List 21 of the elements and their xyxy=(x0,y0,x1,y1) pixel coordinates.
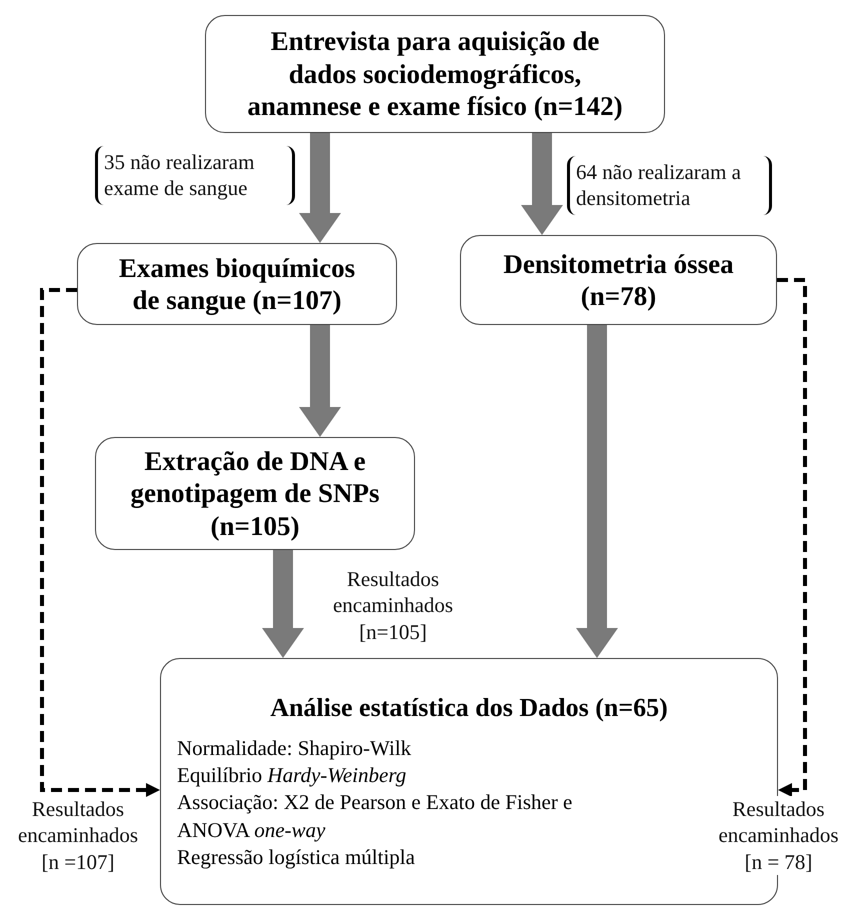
process-box xyxy=(95,437,415,550)
box-text: Regressão logística múltipla xyxy=(177,844,416,872)
process-box xyxy=(205,15,665,133)
box-heading: Densitometria óssea (n=78) xyxy=(502,248,735,312)
edge-label: 64 não realizaram a densitometria xyxy=(567,156,772,214)
dashed-arrow xyxy=(777,278,807,797)
box-text: Associação: X2 de Pearson e Exato de Fisher e ANOVA one-way xyxy=(177,789,574,844)
process-box xyxy=(460,235,777,325)
block-arrow xyxy=(262,550,304,658)
box-heading: Extração de DNA e genotipagem de SNPs (n=105) xyxy=(130,444,380,542)
process-box xyxy=(77,243,397,325)
edge-label: 35 não realizaram exame de sangue xyxy=(95,146,295,204)
box-heading: Exames bioquímicos de sangue (n=107) xyxy=(118,252,356,316)
dashed-arrow xyxy=(40,288,160,797)
block-arrow xyxy=(299,133,341,243)
box-text: Equilíbrio Hardy-Weinberg xyxy=(177,762,408,790)
box-text: Normalidade: Shapiro-Wilk xyxy=(177,734,412,762)
box-heading: Entrevista para aquisição de dados sociodemográficos, anamnese e exame físico (n=142) xyxy=(246,25,624,123)
block-arrow xyxy=(521,133,563,235)
block-arrow xyxy=(299,325,341,437)
box-heading: Análise estatística dos Dados (n=65) xyxy=(269,692,669,723)
